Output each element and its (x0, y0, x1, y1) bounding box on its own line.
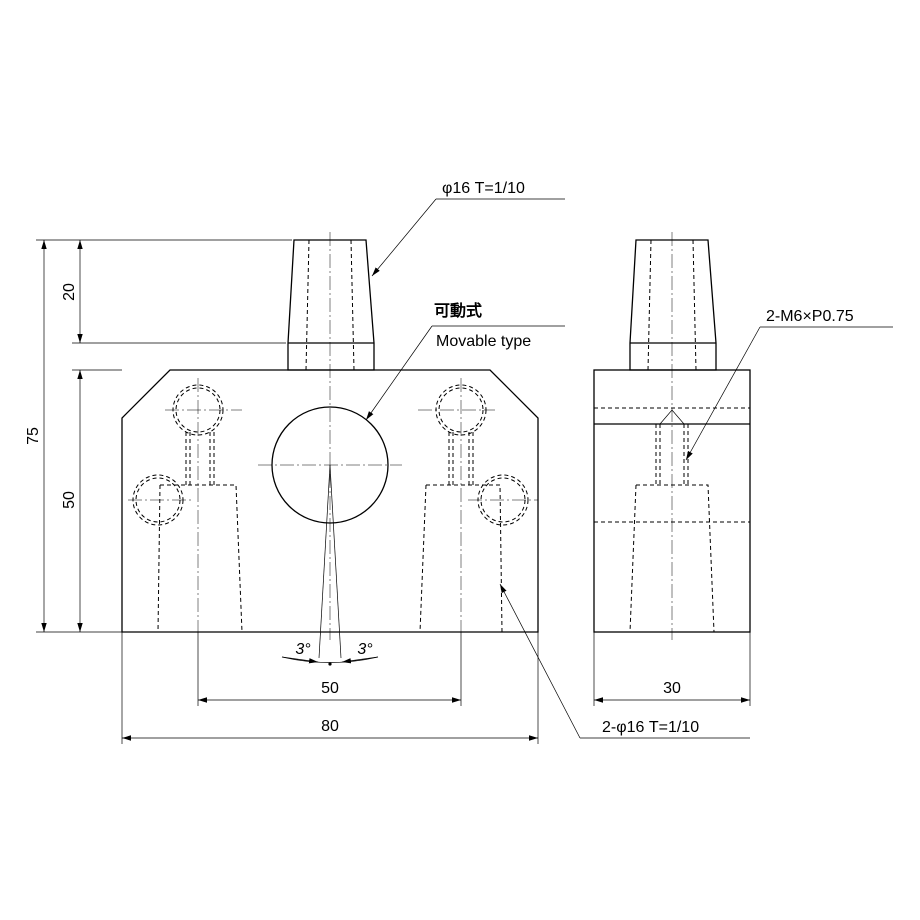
dimensions: 75 20 50 50 80 3° 3° 30 (25, 239, 751, 744)
movable-type-en: Movable type (436, 333, 531, 350)
hole-spec-label: 2-φ16 T=1/10 (602, 719, 699, 736)
dim-20: 20 (61, 283, 78, 301)
dim-80: 80 (321, 718, 339, 735)
pin-spec-label: φ16 T=1/10 (442, 180, 525, 197)
dim-30: 30 (663, 680, 681, 697)
front-view (121, 232, 539, 666)
thread-spec-label: 2-M6×P0.75 (766, 308, 854, 325)
annotations: φ16 T=1/10 可動式 Movable type 2-M6×P0.75 2… (365, 180, 893, 739)
side-view (593, 232, 751, 640)
angle-right: 3° (357, 641, 373, 658)
dim-50-horizontal: 50 (321, 680, 339, 697)
taper-pin (287, 239, 375, 371)
dim-50-vertical: 50 (61, 491, 78, 509)
movable-type-jp: 可動式 (434, 301, 482, 320)
angle-left: 3° (295, 641, 311, 658)
dim-75: 75 (25, 427, 42, 445)
